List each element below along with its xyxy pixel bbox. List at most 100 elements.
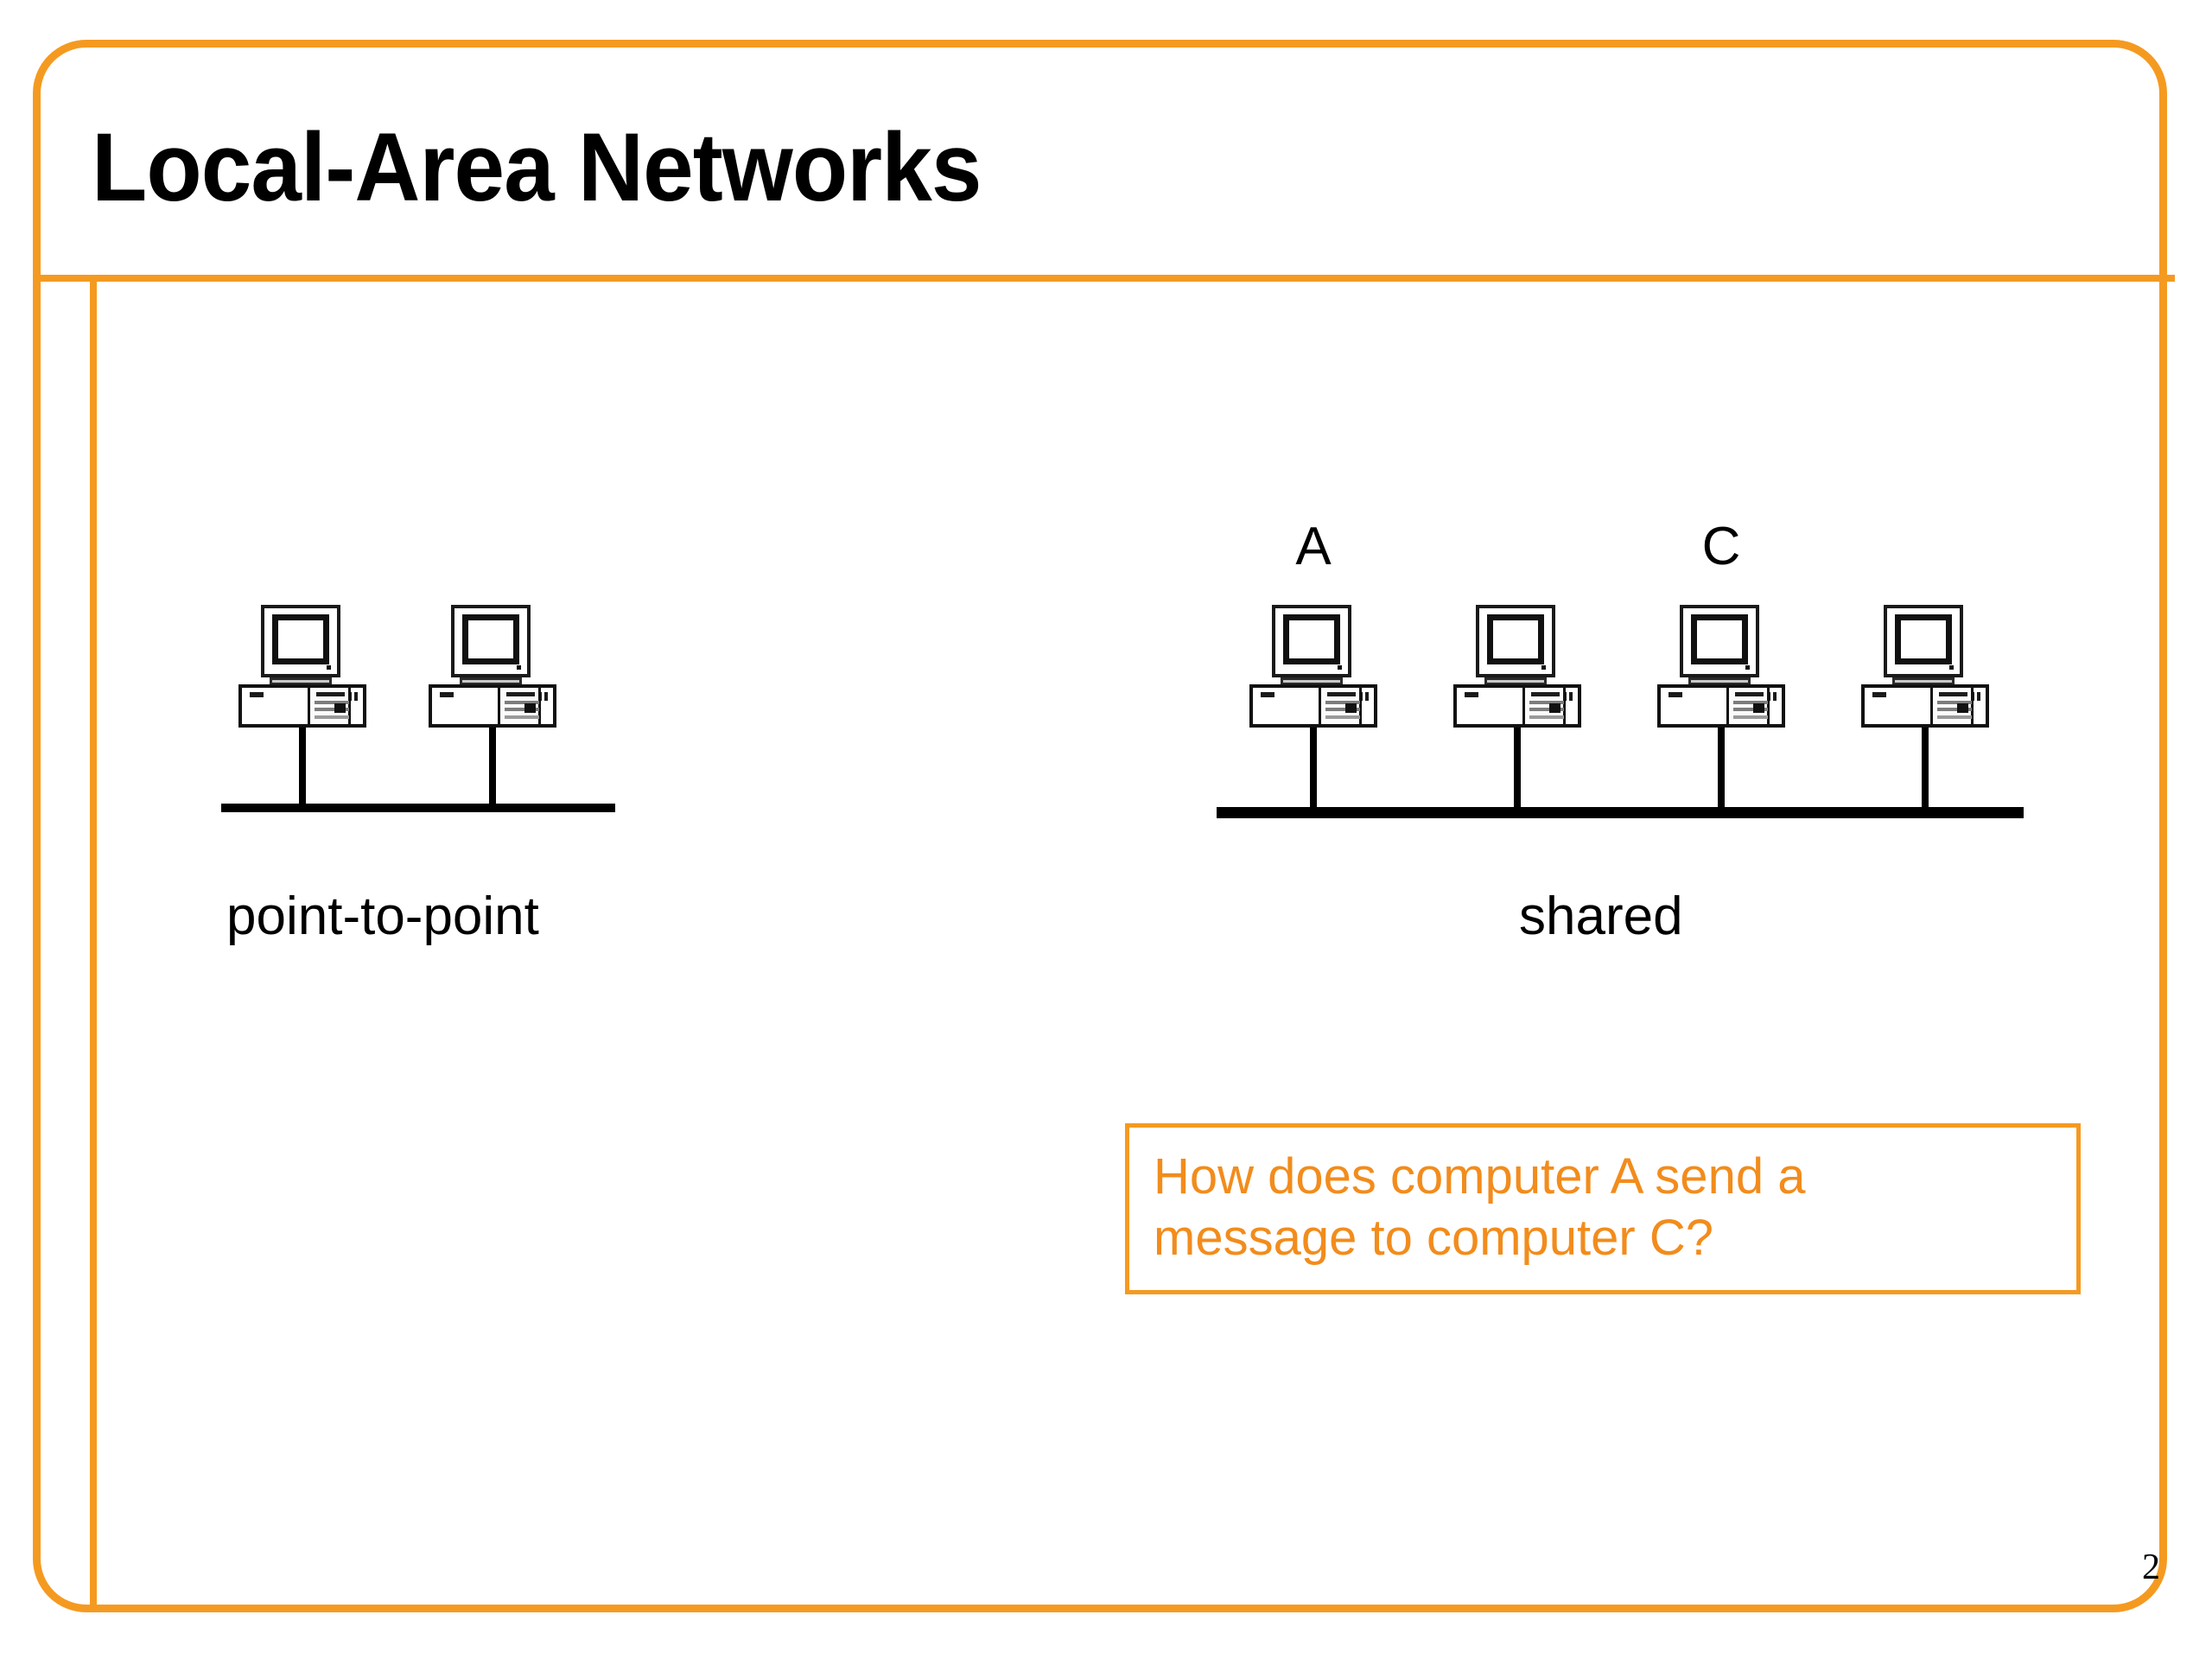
- drive-slot: [1325, 708, 1360, 711]
- computer-node: A: [1249, 520, 1377, 810]
- case-tab: [440, 692, 454, 697]
- computer-case: [1657, 684, 1785, 728]
- drive-slot: [1529, 708, 1564, 711]
- drive-slot: [1733, 708, 1768, 711]
- monitor-shell: [1476, 605, 1555, 677]
- case-indicator-2: [544, 692, 548, 701]
- page-number: 2: [2142, 1548, 2160, 1587]
- drive-bay: [1726, 688, 1770, 724]
- drive-slot: [316, 692, 345, 696]
- drive-slot: [505, 715, 539, 719]
- monitor-stand: [1281, 677, 1343, 685]
- drive-bay: [498, 688, 541, 724]
- computer-case: [1249, 684, 1377, 728]
- drive-slot: [1733, 701, 1768, 704]
- case-tab: [1669, 692, 1682, 697]
- monitor-screen: [1487, 614, 1544, 664]
- case-indicator-2: [354, 692, 358, 701]
- monitor-stand: [460, 677, 522, 685]
- case-indicator-2: [1773, 692, 1777, 701]
- computer-node: [238, 605, 366, 807]
- monitor-shell: [1272, 605, 1351, 677]
- drive-bay: [1930, 688, 1974, 724]
- monitor-screen: [462, 614, 519, 664]
- computer-case: [238, 684, 366, 728]
- monitor-screen: [1283, 614, 1340, 664]
- drive-slot: [315, 708, 349, 711]
- callout-line-2: message to computer C?: [1154, 1209, 1713, 1266]
- monitor-led-icon: [1745, 665, 1750, 670]
- monitor-stand: [1484, 677, 1547, 685]
- case-indicator-2: [1569, 692, 1573, 701]
- computer-node: [429, 605, 556, 807]
- monitor-led-icon: [1338, 665, 1342, 670]
- left-accent-line: [90, 278, 97, 1611]
- network-drop-line: [1514, 728, 1521, 810]
- monitor-led-icon: [1949, 665, 1954, 670]
- network-drop-line: [1922, 728, 1929, 810]
- monitor-shell: [1680, 605, 1759, 677]
- network-drop-line: [1310, 728, 1317, 810]
- drive-slot: [1327, 692, 1356, 696]
- drive-slot: [506, 692, 535, 696]
- computer-node: [1453, 605, 1581, 810]
- diagram-caption-point-to-point: point-to-point: [226, 887, 539, 946]
- computer-case: [1861, 684, 1989, 728]
- monitor-shell: [451, 605, 531, 677]
- computer-node: C: [1657, 520, 1785, 810]
- drive-knob: [1345, 703, 1357, 713]
- monitor-shell: [1884, 605, 1963, 677]
- case-indicator-2: [1977, 692, 1980, 701]
- drive-slot: [505, 701, 539, 704]
- desktop-computer-icon: [1453, 605, 1581, 728]
- case-tab: [1872, 692, 1886, 697]
- network-drop-line: [489, 728, 496, 807]
- case-indicator-2: [1365, 692, 1369, 701]
- network-drop-line: [1718, 728, 1725, 810]
- computer-node: [1861, 605, 1989, 810]
- drive-knob: [1549, 703, 1560, 713]
- drive-slot: [1937, 715, 1972, 719]
- drive-slot: [505, 708, 539, 711]
- monitor-stand: [1688, 677, 1751, 685]
- drive-bay: [308, 688, 351, 724]
- drive-slot: [315, 715, 349, 719]
- drive-knob: [524, 703, 536, 713]
- monitor-screen: [1895, 614, 1952, 664]
- monitor-shell: [261, 605, 340, 677]
- callout-line-1: How does computer A send a: [1154, 1148, 1806, 1205]
- drive-slot: [1529, 715, 1564, 719]
- drive-knob: [334, 703, 346, 713]
- drive-slot: [1735, 692, 1764, 696]
- drive-slot: [315, 701, 349, 704]
- bus-line-shared: [1217, 807, 2024, 818]
- computer-node-label-a: A: [1295, 517, 1332, 576]
- monitor-led-icon: [517, 665, 521, 670]
- drive-slot: [1531, 692, 1560, 696]
- computer-node-label-c: C: [1701, 517, 1741, 576]
- monitor-stand: [1892, 677, 1955, 685]
- case-tab: [1465, 692, 1478, 697]
- monitor-stand: [270, 677, 332, 685]
- drive-knob: [1753, 703, 1764, 713]
- drive-slot: [1529, 701, 1564, 704]
- drive-slot: [1325, 701, 1360, 704]
- monitor-screen: [1691, 614, 1748, 664]
- page-title: Local-Area Networks: [92, 113, 982, 221]
- bus-line-point-to-point: [221, 804, 615, 812]
- diagram-caption-shared: shared: [1519, 887, 1683, 946]
- title-divider-line: [33, 275, 2175, 282]
- drive-slot: [1937, 708, 1972, 711]
- network-drop-line: [299, 728, 306, 807]
- desktop-computer-icon: [1657, 605, 1785, 728]
- monitor-led-icon: [327, 665, 331, 670]
- drive-slot: [1733, 715, 1768, 719]
- question-callout-box: How does computer A send a message to co…: [1125, 1123, 2081, 1294]
- computer-case: [429, 684, 556, 728]
- case-tab: [1261, 692, 1274, 697]
- drive-bay: [1319, 688, 1362, 724]
- monitor-screen: [272, 614, 329, 664]
- drive-slot: [1939, 692, 1967, 696]
- drive-bay: [1522, 688, 1566, 724]
